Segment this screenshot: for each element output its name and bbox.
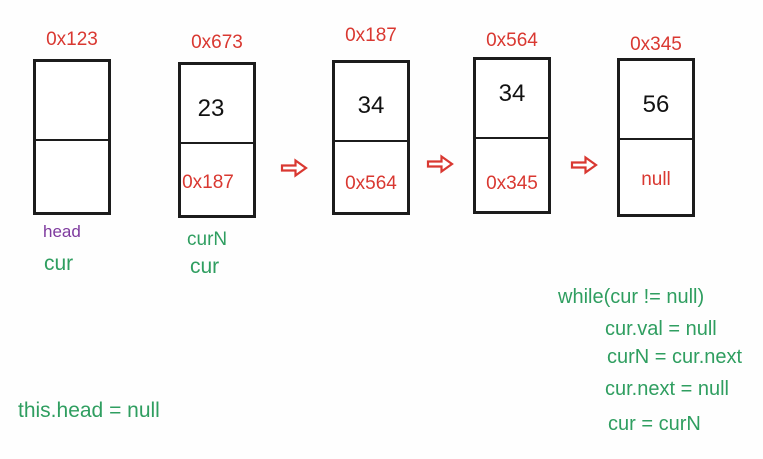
node-4-value: 34: [498, 79, 526, 107]
node-4-value-cell: 34: [476, 60, 548, 139]
node-3-value: 34: [357, 91, 385, 119]
cur-pointer-label: cur: [44, 252, 74, 275]
node-3-next: 0x564: [345, 173, 397, 194]
code-line-curval: cur.val = null: [605, 318, 717, 340]
curN-pointer-label: curN: [187, 229, 228, 250]
node-3-box: 34 0x564: [332, 60, 410, 215]
node-4-next-cell: 0x345: [476, 139, 548, 211]
head-pointer-label: head: [43, 222, 81, 241]
head-null-note: this.head = null: [18, 399, 160, 422]
node-4-box: 34 0x345: [473, 57, 551, 214]
node-5-next: null: [641, 169, 671, 190]
cur-pointer-label-second: cur: [190, 255, 220, 278]
node-4-next: 0x345: [486, 173, 538, 194]
arrow-right-icon: [426, 154, 454, 174]
node-2-next-cell: 0x187: [181, 144, 253, 215]
node-2-value-cell: 23: [181, 65, 253, 144]
arrow-right-icon: [570, 155, 598, 175]
node-4-address: 0x564: [486, 30, 538, 51]
node-5-value-cell: 56: [620, 61, 692, 140]
node-5-box: 56 null: [617, 58, 695, 217]
node-2-value: 23: [197, 94, 225, 122]
node-5-value: 56: [642, 90, 670, 118]
node-3-address: 0x187: [345, 25, 397, 46]
code-line-curnext: cur.next = null: [605, 378, 729, 400]
code-line-assign: cur = curN: [608, 413, 701, 435]
node-1-address: 0x123: [46, 29, 98, 50]
node-1-box: [33, 59, 111, 215]
arrow-right-icon: [280, 158, 308, 178]
node-3-next-cell: 0x564: [335, 142, 407, 212]
node-5-address: 0x345: [630, 34, 682, 55]
code-line-curn: curN = cur.next: [607, 346, 743, 368]
node-2-address: 0x673: [191, 32, 243, 53]
code-line-while: while(cur != null): [558, 286, 705, 308]
node-1-value-cell: [36, 62, 108, 141]
node-5-next-cell: null: [620, 140, 692, 214]
node-1-next-cell: [36, 141, 108, 212]
node-2-next: 0x187: [182, 171, 234, 193]
node-2-box: 23 0x187: [178, 62, 256, 218]
node-3-value-cell: 34: [335, 63, 407, 142]
